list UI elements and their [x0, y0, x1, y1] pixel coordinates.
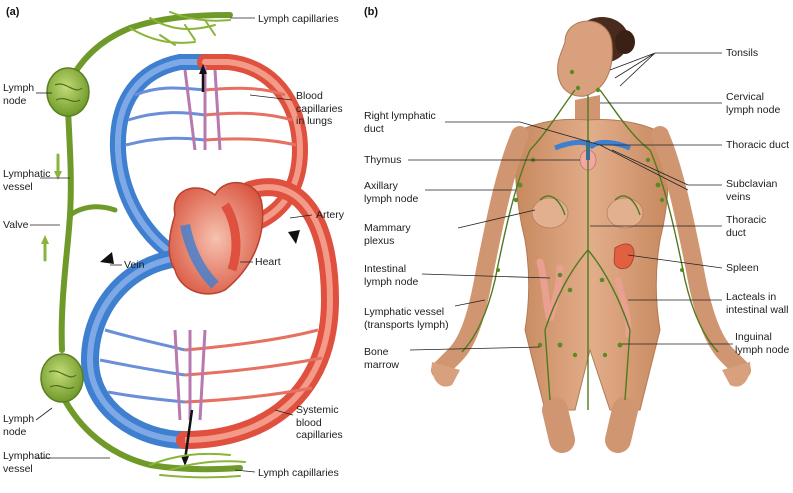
lymph-node-top	[46, 67, 90, 117]
lung-capillary-mesh	[125, 66, 297, 151]
label-thoracic-duct-upper: Thoracic duct	[726, 139, 790, 151]
label-subclavian-veins: Subclavian veins	[726, 178, 778, 203]
label-lymphatic-vessel-bottom: Lymphatic vessel	[3, 450, 51, 475]
label-mammary-plexus: Mammary plexus	[364, 222, 411, 247]
label-systemic-blood-capillaries: Systemic blood capillaries	[296, 404, 343, 441]
systemic-capillary-mesh	[99, 328, 323, 421]
label-lymphatic-vessel-transports: Lymphatic vessel (transports lymph)	[364, 306, 449, 331]
spleen	[613, 243, 635, 270]
label-lymphatic-vessel-top: Lymphatic vessel	[3, 168, 51, 193]
panel-b-leaders	[408, 52, 733, 351]
label-tonsils: Tonsils	[726, 47, 759, 59]
label-lacteals: Lacteals in intestinal wall	[726, 291, 789, 316]
head	[557, 17, 635, 120]
pulmonary-circuit	[109, 54, 309, 276]
label-spleen: Spleen	[726, 262, 759, 274]
label-lymph-node-top: Lymph node	[3, 82, 35, 107]
label-lymph-capillaries-bottom: Lymph capillaries	[258, 467, 339, 479]
heart	[168, 181, 264, 295]
label-axillary-lymph-node: Axillary lymph node	[364, 180, 419, 205]
label-bone-marrow: Bone marrow	[364, 346, 400, 371]
label-vein: Vein	[124, 259, 145, 271]
lymph-capillaries-bottom-mesh	[149, 452, 246, 479]
lymphatic-network	[461, 89, 719, 410]
label-intestinal-lymph-node: Intestinal lymph node	[364, 263, 419, 288]
systemic-circuit	[80, 178, 340, 466]
label-thoracic-duct-lower: Thoracic duct	[726, 214, 767, 239]
label-right-lymphatic-duct: Right lymphatic duct	[364, 110, 436, 135]
label-heart: Heart	[255, 256, 281, 268]
panel-a-diagram	[30, 11, 340, 479]
panel-a-leaders	[30, 17, 313, 473]
lymph-node-dots	[496, 69, 684, 358]
label-artery: Artery	[316, 209, 345, 221]
panel-label-b: (b)	[364, 6, 379, 18]
label-blood-capillaries-lungs: Blood capillaries in lungs	[296, 90, 343, 127]
label-cervical-lymph-node: Cervical lymph node	[726, 91, 781, 116]
label-valve: Valve	[3, 219, 29, 231]
panel-label-a: (a)	[6, 6, 20, 18]
lymph-node-bottom	[40, 353, 84, 403]
lymph-vessels-left	[41, 11, 246, 479]
label-thymus: Thymus	[364, 154, 402, 166]
panel-b-diagram	[408, 17, 751, 453]
intestines	[536, 258, 632, 338]
lymph-capillaries-top-mesh	[129, 11, 231, 46]
label-lymph-capillaries-top: Lymph capillaries	[258, 13, 339, 25]
label-lymph-node-bottom: Lymph node	[3, 413, 35, 438]
label-inguinal-lymph-node: Inguinal lymph node	[735, 331, 790, 356]
